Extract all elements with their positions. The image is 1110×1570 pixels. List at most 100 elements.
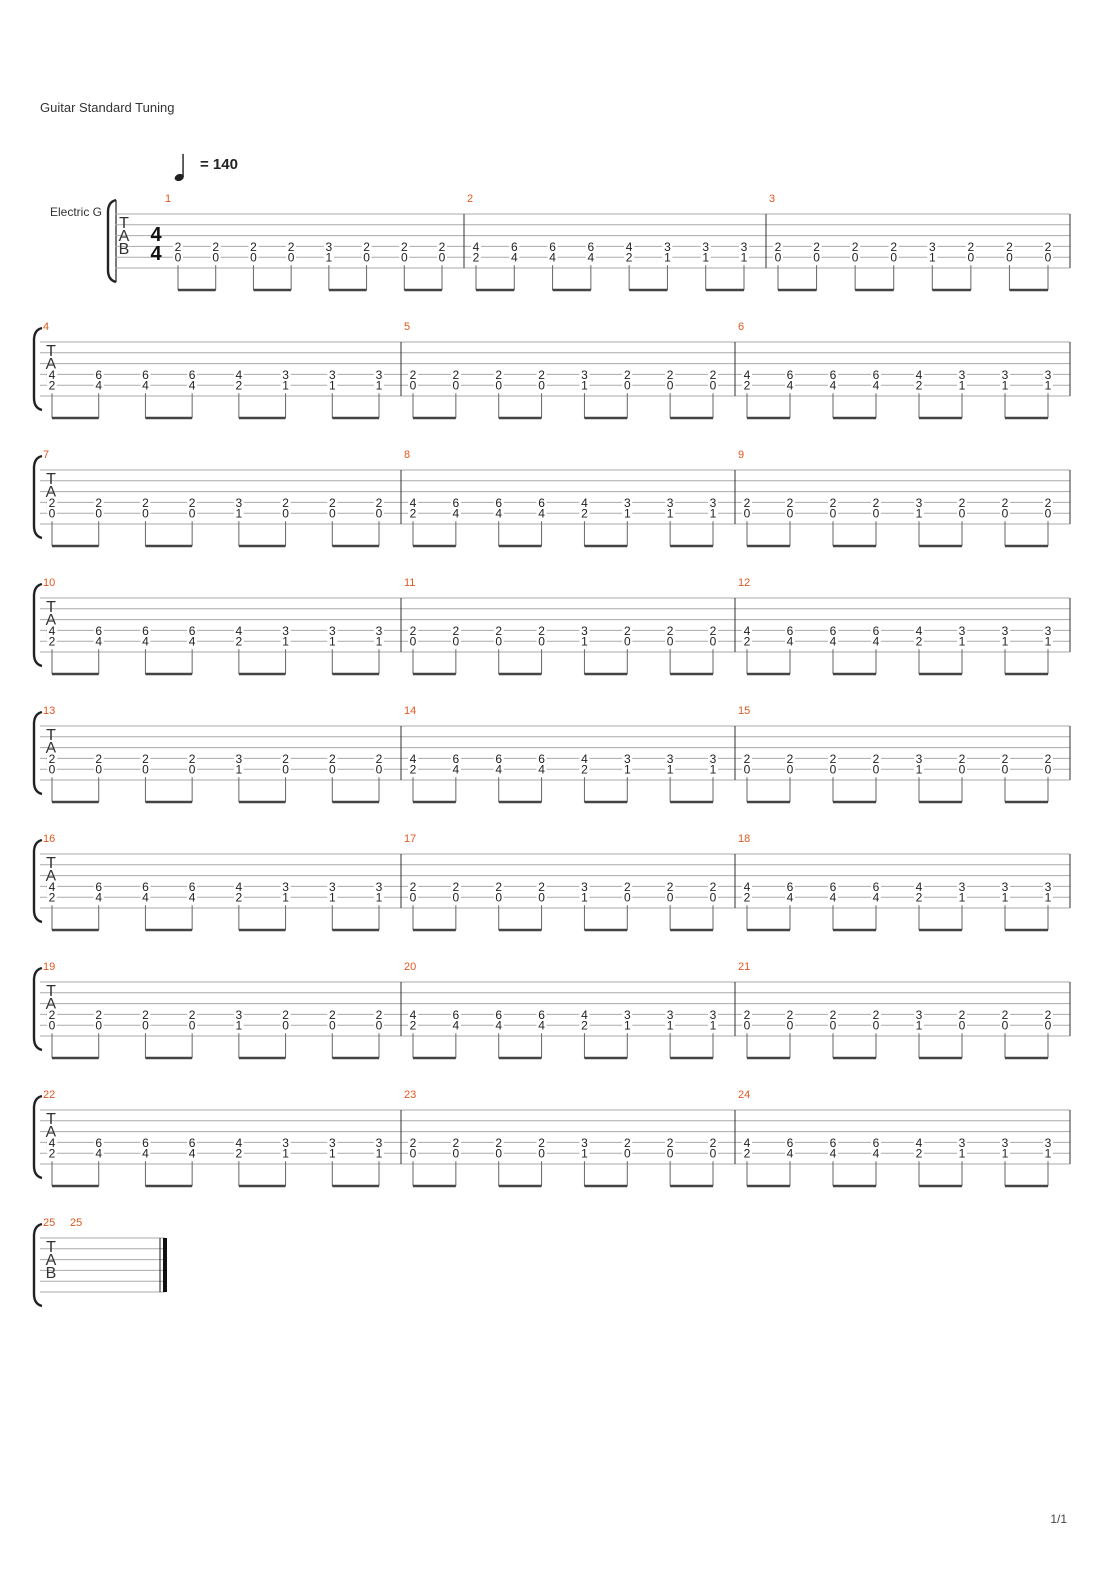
- fret-number: 4: [581, 1008, 588, 1022]
- note-backing: [957, 624, 967, 637]
- note-backing: [471, 251, 481, 264]
- fret-number: 4: [626, 240, 633, 254]
- measure-number: 19: [43, 961, 55, 973]
- note-backing: [871, 752, 881, 765]
- fret-number: 2: [250, 240, 257, 254]
- fret-number: 6: [142, 1136, 149, 1150]
- fret-number: 2: [410, 763, 417, 777]
- note-backing: [700, 240, 711, 253]
- note-backing: [1043, 763, 1053, 776]
- fret-number: 4: [744, 368, 751, 382]
- fret-number: 3: [329, 880, 336, 894]
- note-backing: [408, 891, 418, 904]
- fret-number: 2: [538, 880, 545, 894]
- fret-number: 0: [1045, 1019, 1052, 1033]
- fret-number: 6: [873, 624, 880, 638]
- note-backing: [374, 507, 384, 520]
- fret-number: 1: [624, 763, 631, 777]
- fret-number: 1: [1045, 635, 1052, 649]
- note-backing: [187, 1019, 198, 1032]
- fret-number: 0: [1002, 763, 1009, 777]
- fret-number: 3: [581, 624, 588, 638]
- note-backing: [248, 251, 259, 264]
- note-backing: [471, 240, 481, 253]
- note-backing: [1004, 251, 1015, 264]
- fret-number: 4: [744, 1136, 751, 1150]
- fret-number: 0: [624, 379, 631, 393]
- note-backing: [450, 496, 461, 509]
- note-backing: [374, 880, 384, 893]
- fret-number: 0: [1045, 507, 1052, 521]
- fret-number: 2: [1002, 1008, 1009, 1022]
- note-backing: [47, 496, 57, 509]
- tab-clef-letter: B: [46, 1265, 57, 1282]
- fret-number: 1: [667, 763, 674, 777]
- note-backing: [374, 763, 384, 776]
- note-backing: [828, 1136, 838, 1149]
- fret-number: 1: [916, 1019, 923, 1033]
- note-backing: [1000, 763, 1010, 776]
- fret-number: 3: [710, 496, 717, 510]
- fret-number: 4: [538, 1019, 545, 1033]
- note-backing: [210, 251, 221, 264]
- note-backing: [187, 635, 198, 648]
- note-backing: [536, 891, 547, 904]
- fret-number: 1: [376, 891, 383, 905]
- note-backing: [233, 635, 244, 648]
- note-backing: [785, 624, 795, 637]
- fret-number: 4: [95, 379, 102, 393]
- fret-number: 1: [959, 1147, 966, 1161]
- note-backing: [408, 1019, 418, 1032]
- fret-number: 2: [830, 1008, 837, 1022]
- fret-number: 3: [236, 752, 243, 766]
- note-backing: [1043, 1147, 1053, 1160]
- fret-number: 4: [916, 880, 923, 894]
- fret-number: 2: [288, 240, 295, 254]
- fret-number: 1: [624, 1019, 631, 1033]
- note-backing: [233, 624, 244, 637]
- fret-number: 2: [49, 496, 56, 510]
- note-backing: [408, 379, 418, 392]
- note-backing: [493, 891, 504, 904]
- fret-number: 0: [968, 251, 975, 265]
- fret-number: 2: [710, 880, 717, 894]
- fret-number: 6: [549, 240, 556, 254]
- fret-number: 0: [813, 251, 820, 265]
- fret-number: 3: [282, 1136, 289, 1150]
- tuning-label: Guitar Standard Tuning: [40, 100, 175, 115]
- note-backing: [374, 379, 384, 392]
- note-backing: [450, 635, 461, 648]
- fret-number: 2: [189, 752, 196, 766]
- note-backing: [708, 1019, 718, 1032]
- note-backing: [708, 368, 718, 381]
- note-backing: [327, 496, 338, 509]
- tab-clef-letter: T: [46, 343, 56, 360]
- note-backing: [374, 624, 384, 637]
- fret-number: 0: [282, 763, 289, 777]
- note-backing: [742, 1019, 752, 1032]
- note-backing: [509, 251, 520, 264]
- note-backing: [622, 624, 633, 637]
- fret-number: 0: [959, 507, 966, 521]
- fret-number: 1: [624, 507, 631, 521]
- note-backing: [47, 1008, 57, 1021]
- fret-number: 3: [1045, 368, 1052, 382]
- fret-number: 4: [588, 251, 595, 265]
- fret-number: 0: [1002, 1019, 1009, 1033]
- note-backing: [536, 1019, 547, 1032]
- note-backing: [450, 507, 461, 520]
- note-backing: [708, 496, 718, 509]
- note-backing: [493, 379, 504, 392]
- fret-number: 2: [744, 635, 751, 649]
- fret-number: 1: [1045, 1147, 1052, 1161]
- fret-number: 2: [916, 1147, 923, 1161]
- note-backing: [708, 752, 718, 765]
- fret-number: 0: [787, 507, 794, 521]
- fret-number: 3: [710, 752, 717, 766]
- note-backing: [140, 624, 151, 637]
- measure-number: 25: [70, 1217, 82, 1229]
- note-backing: [739, 240, 749, 253]
- fret-number: 0: [667, 1147, 674, 1161]
- note-backing: [1000, 880, 1010, 893]
- note-backing: [437, 251, 447, 264]
